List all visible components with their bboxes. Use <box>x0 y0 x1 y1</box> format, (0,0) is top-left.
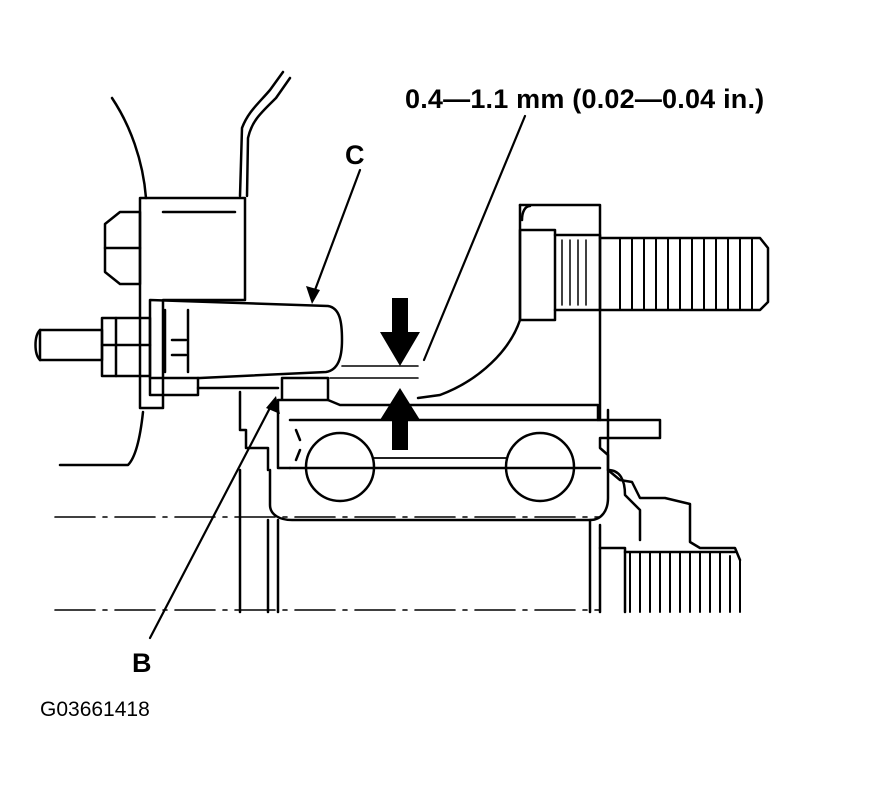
hub-lower <box>238 468 741 614</box>
knuckle-inner <box>416 203 522 400</box>
leader-b-arrowhead <box>266 396 280 414</box>
callout-c: C <box>345 140 365 170</box>
clearance-arrows <box>380 298 420 450</box>
background-lines <box>58 70 292 472</box>
connector <box>34 316 152 378</box>
callout-b: B <box>132 648 152 678</box>
bearing-top <box>276 376 330 470</box>
leader-lines <box>148 114 527 640</box>
bearing-ball-1 <box>304 431 376 503</box>
bearing-race-2 <box>294 428 302 462</box>
stud-knurl <box>561 239 587 306</box>
cable-2 <box>238 70 285 198</box>
cable <box>245 76 292 198</box>
stud-collar <box>553 233 602 312</box>
bearing-race <box>288 418 602 470</box>
bearing-ball-2 <box>504 431 576 503</box>
shaft-end <box>34 328 42 362</box>
clearance-spec-label: 0.4—1.1 mm (0.02—0.04 in.) <box>405 84 765 114</box>
hub-left-wall <box>238 468 280 614</box>
hub-flange <box>598 546 627 614</box>
knuckle <box>416 203 742 562</box>
leader-clearance <box>422 114 527 362</box>
sensor-slot <box>170 338 188 357</box>
bearing-outer <box>268 408 610 522</box>
leader-c <box>310 168 362 300</box>
shaft <box>38 328 104 362</box>
wheel-stud <box>518 228 770 322</box>
stepped-profile <box>606 468 642 542</box>
sensor-body <box>148 298 344 380</box>
hub-right-wall <box>588 518 602 614</box>
figure-id: G03661418 <box>40 698 150 721</box>
knuckle-lip <box>520 204 532 222</box>
pulser-ring <box>326 398 600 422</box>
bolt-head <box>103 210 142 286</box>
arrow-up-icon <box>380 388 420 450</box>
inner-threads <box>629 551 741 613</box>
hub-bearing <box>268 376 610 522</box>
sensor-base <box>148 376 200 397</box>
stud-threads <box>619 237 753 311</box>
centerlines <box>54 516 601 611</box>
leader-arrowheads <box>266 286 320 414</box>
outline-curve <box>110 96 148 200</box>
leader-c-arrowhead <box>306 286 320 304</box>
arrow-down-icon <box>380 298 420 366</box>
gap-lines <box>329 365 419 379</box>
stud-head <box>518 228 557 322</box>
wheel-speed-sensor <box>148 298 344 397</box>
knuckle-outline <box>518 203 742 562</box>
stud-shaft <box>598 236 770 312</box>
connector-body <box>100 316 152 378</box>
leader-b <box>148 402 274 640</box>
lower-skirt <box>58 410 145 467</box>
lower-step <box>238 390 270 472</box>
